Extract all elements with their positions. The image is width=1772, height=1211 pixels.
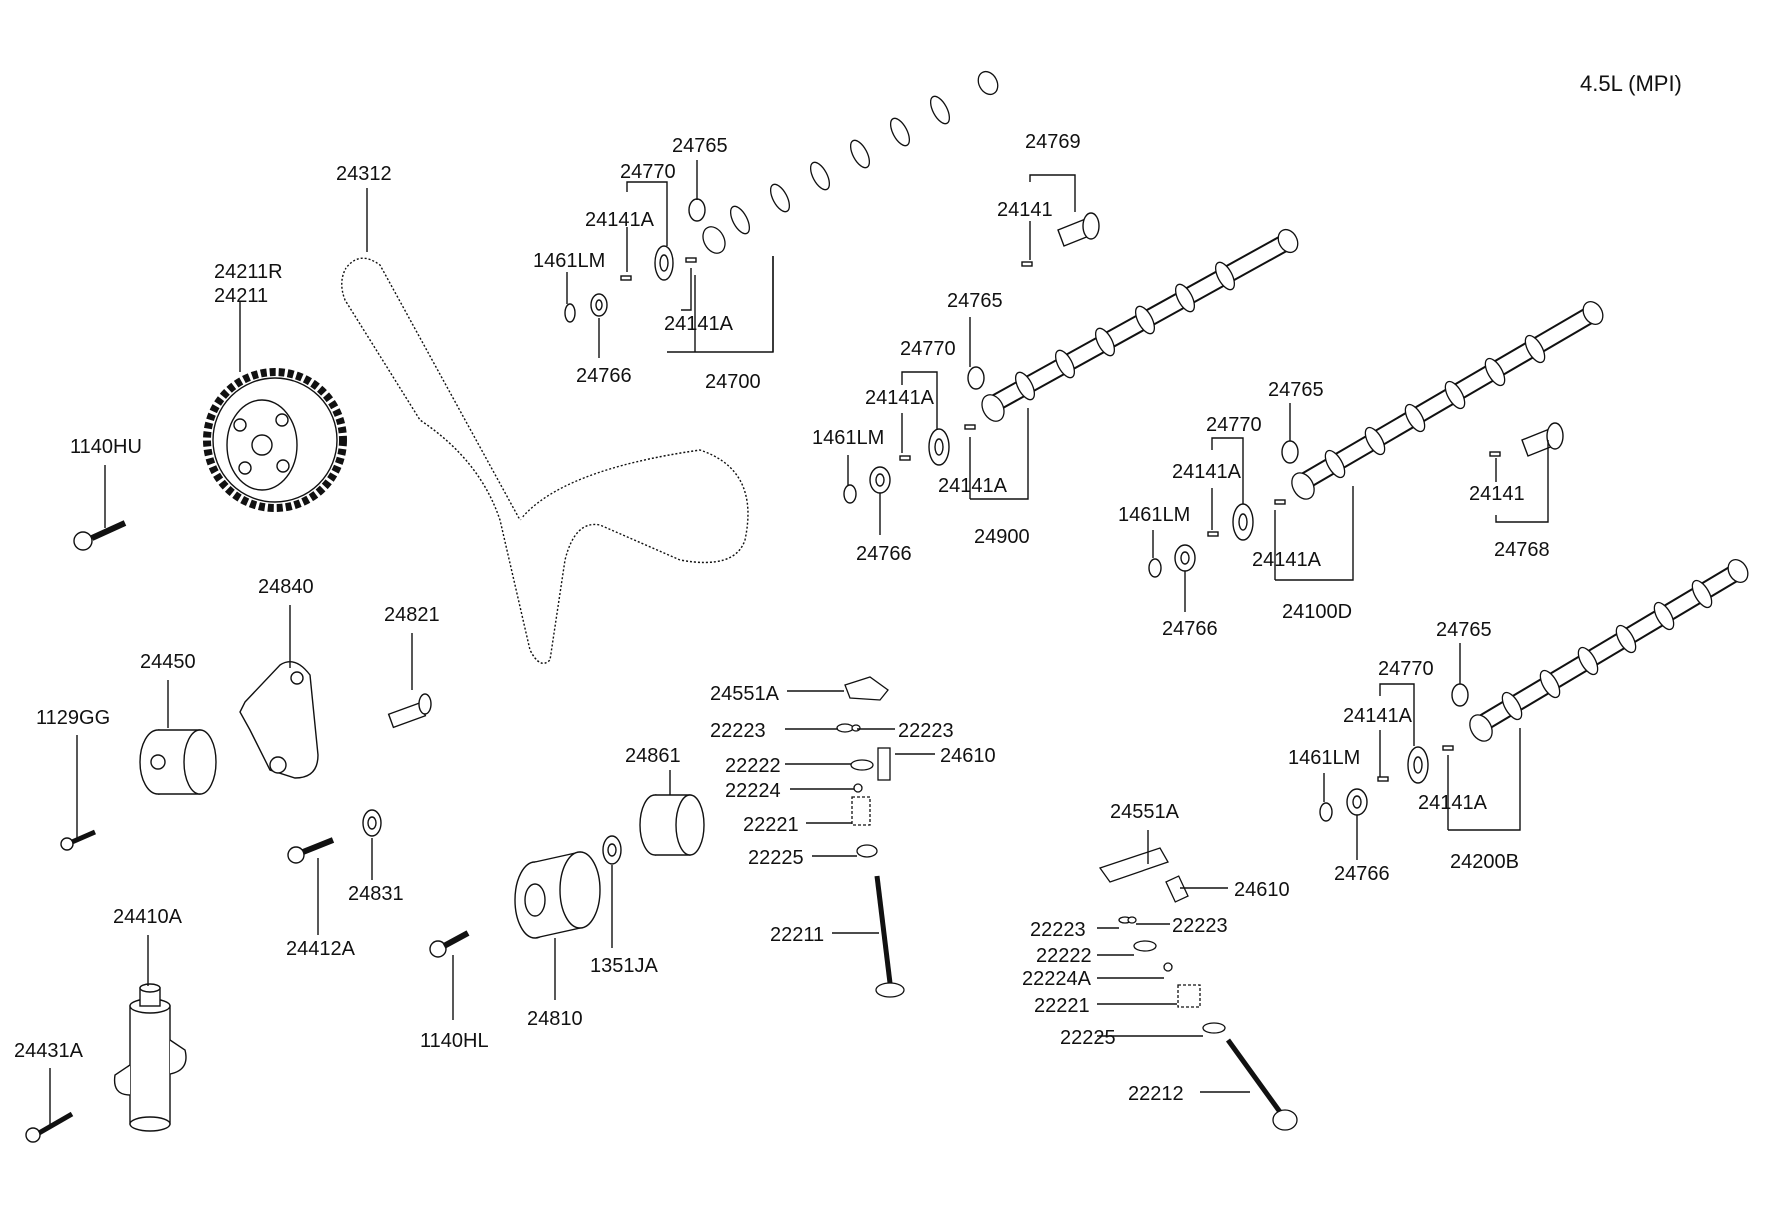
- label-cam3-shaft: 24100D: [1282, 601, 1352, 623]
- label-v2-key-l: 22223: [1030, 919, 1086, 941]
- label-cam2-gear: 24770: [900, 338, 956, 360]
- label-bolt-1140hu: 1140HU: [70, 436, 142, 458]
- camshaft-4: [1469, 559, 1749, 742]
- label-cam4-pin-a: 24141A: [1343, 705, 1413, 727]
- label-washer-1351ja: 1351JA: [590, 955, 658, 977]
- label-sprocket: 24211: [214, 285, 268, 307]
- label-cam4-washer: 24766: [1334, 863, 1390, 885]
- label-cam4-pin-b: 24141A: [1418, 792, 1488, 814]
- label-v1-valve: 22211: [770, 924, 824, 946]
- part-labels: 24312 24211R 24211 1140HU 24840 24450 24…: [14, 131, 1550, 1105]
- engine-title: 4.5L (MPI): [1580, 71, 1682, 96]
- label-pulley-24810: 24810: [527, 1008, 583, 1030]
- label-plug1-pin: 24141: [997, 199, 1053, 221]
- label-pulley-24861: 24861: [625, 745, 681, 767]
- label-v2-adjuster: 24610: [1234, 879, 1290, 901]
- label-v1-seat: 22225: [748, 847, 804, 869]
- label-v1-key-r: 22223: [898, 720, 954, 742]
- label-cam2-pin-b: 24141A: [938, 475, 1008, 497]
- cam-plug-parts: [1021, 212, 1564, 457]
- label-cam4-gear: 24770: [1378, 658, 1434, 680]
- label-v1-retainer: 22222: [725, 755, 781, 777]
- label-v1-rocker: 24551A: [710, 683, 780, 705]
- label-cam1-gear: 24770: [620, 161, 676, 183]
- label-bolt-1140hl: 1140HL: [420, 1030, 489, 1052]
- label-plug1-assy: 24769: [1025, 131, 1081, 153]
- valve-assembly-1: [836, 676, 905, 998]
- label-cam1-pin-a: 24141A: [585, 209, 655, 231]
- label-v2-seat: 22225: [1060, 1027, 1116, 1049]
- label-v1-spring: 22221: [743, 814, 799, 836]
- label-v1-key-l: 22223: [710, 720, 766, 742]
- label-bolt-24431a: 24431A: [14, 1040, 84, 1062]
- label-cam3-washer: 24766: [1162, 618, 1218, 640]
- label-idler-24450: 24450: [140, 651, 196, 673]
- camshaft-1: [702, 70, 999, 254]
- label-cam2-snap-ring: 24765: [947, 290, 1003, 312]
- label-cam1-shaft: 24700: [705, 371, 761, 393]
- label-cam4-snap-ring: 24765: [1436, 619, 1492, 641]
- label-bolt-1129gg: 1129GG: [36, 707, 110, 729]
- label-v2-spring: 22221: [1034, 995, 1090, 1017]
- label-tensioner-24410a: 24410A: [113, 906, 183, 928]
- label-plug2-assy: 24768: [1494, 539, 1550, 561]
- valve-assembly-2: [1098, 847, 1298, 1131]
- label-v2-key-r: 22223: [1172, 915, 1228, 937]
- label-cam1-oring: 1461LM: [533, 250, 605, 272]
- label-cam2-shaft: 24900: [974, 526, 1030, 548]
- camshaft-2: [981, 228, 1299, 422]
- label-timing-belt: 24312: [336, 163, 392, 185]
- label-cam3-pin-b: 24141A: [1252, 549, 1322, 571]
- label-v2-seal: 22224A: [1022, 968, 1092, 990]
- cam-sprocket: [203, 368, 347, 512]
- label-v2-valve: 22212: [1128, 1083, 1184, 1105]
- label-cam2-washer: 24766: [856, 543, 912, 565]
- camshaft-3: [1291, 301, 1604, 500]
- label-cam1-pin-b: 24141A: [664, 313, 734, 335]
- label-plug2-pin: 24141: [1469, 483, 1525, 505]
- label-cam3-gear: 24770: [1206, 414, 1262, 436]
- label-cam1-washer: 24766: [576, 365, 632, 387]
- label-cam1-snap-ring: 24765: [672, 135, 728, 157]
- label-pin-24821: 24821: [384, 604, 440, 626]
- label-cam3-pin-a: 24141A: [1172, 461, 1242, 483]
- label-washer-24831: 24831: [348, 883, 404, 905]
- label-v1-seal: 22224: [725, 780, 781, 802]
- label-sprocket-r: 24211R: [214, 261, 283, 283]
- label-bracket-24840: 24840: [258, 576, 314, 598]
- label-cam4-oring: 1461LM: [1288, 747, 1360, 769]
- label-cam3-oring: 1461LM: [1118, 504, 1190, 526]
- leader-lines: [49, 160, 1549, 1126]
- label-v1-adjuster: 24610: [940, 745, 996, 767]
- label-v2-retainer: 22222: [1036, 945, 1092, 967]
- label-cam2-pin-a: 24141A: [865, 387, 935, 409]
- label-cam3-snap-ring: 24765: [1268, 379, 1324, 401]
- left-parts: [25, 520, 705, 1143]
- label-v2-rocker: 24551A: [1110, 801, 1180, 823]
- cam-small-parts: [564, 198, 1469, 822]
- timing-belt: [337, 254, 752, 668]
- label-cam4-shaft: 24200B: [1450, 851, 1519, 873]
- label-bolt-24412a: 24412A: [286, 938, 356, 960]
- label-cam2-oring: 1461LM: [812, 427, 884, 449]
